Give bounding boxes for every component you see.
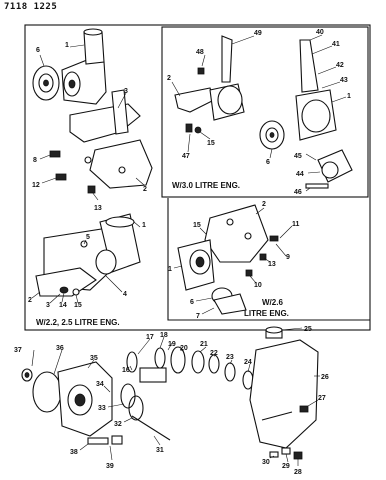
callout-main-2: 2 (143, 186, 147, 193)
v30-inset-assembly (171, 34, 353, 192)
callout-exp-21: 21 (200, 341, 208, 348)
callout-v30-48: 48 (196, 49, 204, 56)
callout-exp-34: 34 (96, 381, 104, 388)
caption-v26-line1: W/2.6 (262, 298, 283, 307)
callout-v30-6: 6 (266, 159, 270, 166)
caption-v2225: W/2.2, 2.5 LITRE ENG. (36, 318, 120, 327)
callout-v26-7: 7 (196, 313, 200, 320)
callout-v30-15: 15 (207, 140, 215, 147)
callout-v26-10: 10 (254, 282, 262, 289)
exploded-pump-assembly (21, 326, 320, 466)
callout-v30-47: 47 (182, 153, 190, 160)
callout-v2225-4: 4 (123, 291, 127, 298)
callout-exp-19: 19 (168, 341, 176, 348)
callout-v2225-3: 3 (46, 302, 50, 309)
callout-exp-18: 18 (160, 332, 168, 339)
callout-v30-2: 2 (167, 75, 171, 82)
callout-v26-1: 1 (168, 266, 172, 273)
callout-main-1: 1 (65, 42, 69, 49)
callout-exp-30: 30 (262, 459, 270, 466)
callout-v30-42: 42 (336, 62, 344, 69)
callout-v26-9: 9 (286, 254, 290, 261)
callout-exp-33: 33 (98, 405, 106, 412)
caption-v26-line2: LITRE ENG. (244, 309, 289, 318)
callout-v30-40: 40 (316, 29, 324, 36)
callout-exp-37: 37 (14, 347, 22, 354)
callout-exp-20: 20 (180, 345, 188, 352)
callout-exp-27: 27 (318, 395, 326, 402)
callout-main-12: 12 (32, 182, 40, 189)
callout-exp-16: 16 (122, 367, 130, 374)
callout-v26-13: 13 (268, 261, 276, 268)
callout-exp-38: 38 (70, 449, 78, 456)
callout-exp-36: 36 (56, 345, 64, 352)
callout-v2225-1: 1 (142, 222, 146, 229)
callout-exp-29: 29 (282, 463, 290, 470)
callout-exp-31: 31 (156, 447, 164, 454)
callout-v30-49: 49 (254, 30, 262, 37)
callout-v2225-14: 14 (59, 302, 67, 309)
callout-exp-25: 25 (304, 326, 312, 333)
callout-main-6: 6 (36, 47, 40, 54)
callout-exp-17: 17 (146, 334, 154, 341)
callout-v2225-15: 15 (74, 302, 82, 309)
callout-exp-24: 24 (244, 359, 252, 366)
callout-exp-26: 26 (321, 374, 329, 381)
callout-exp-28: 28 (294, 469, 302, 476)
v26-inset-assembly (173, 204, 293, 315)
callout-exp-32: 32 (114, 421, 122, 428)
callout-v30-43: 43 (340, 77, 348, 84)
callout-v26-6: 6 (190, 299, 194, 306)
caption-v30: W/3.0 LITRE ENG. (172, 181, 240, 190)
callout-v30-44: 44 (296, 171, 304, 178)
callout-main-3: 3 (124, 88, 128, 95)
callout-main-8: 8 (33, 157, 37, 164)
callout-exp-23: 23 (226, 354, 234, 361)
callout-v30-41: 41 (332, 41, 340, 48)
diagram-code: 7118 1225 (4, 2, 58, 12)
callout-v26-11: 11 (292, 221, 300, 228)
callout-v30-46: 46 (294, 189, 302, 196)
callout-v2225-2: 2 (28, 297, 32, 304)
callout-v2225-5: 5 (86, 234, 90, 241)
callout-v26-2: 2 (262, 201, 266, 208)
main-pump-assembly (32, 28, 153, 201)
callout-exp-39: 39 (106, 463, 114, 470)
callout-exp-22: 22 (210, 350, 218, 357)
callout-v30-45: 45 (294, 153, 302, 160)
v2225-assembly (31, 213, 141, 304)
callout-v26-15: 15 (193, 222, 201, 229)
callout-exp-35: 35 (90, 355, 98, 362)
callout-main-13: 13 (94, 205, 102, 212)
callout-v30-1: 1 (347, 93, 351, 100)
